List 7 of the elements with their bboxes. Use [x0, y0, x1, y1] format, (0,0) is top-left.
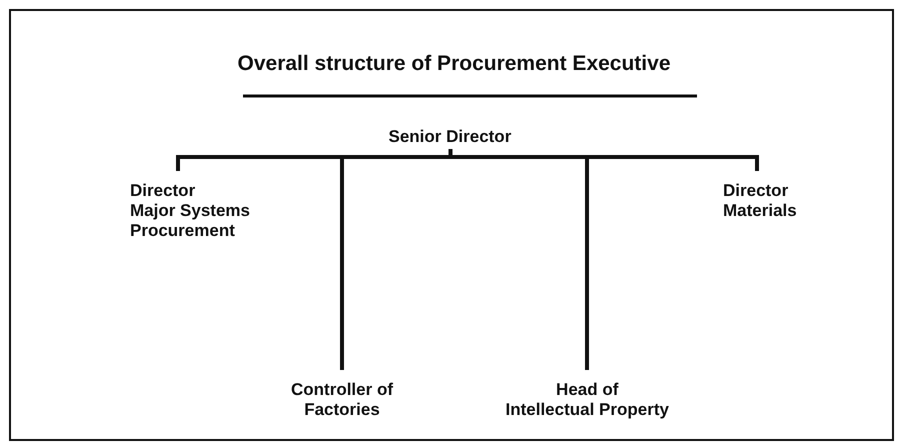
role-label: Senior Director [388, 127, 512, 147]
role-label: Director Materials [723, 181, 797, 221]
role-label: Controller of Factories [291, 380, 393, 420]
diagram-title: Overall structure of Procurement Executive [238, 52, 670, 76]
role-label: Head of Intellectual Property [506, 380, 669, 420]
role-label: Director Major Systems Procurement [130, 181, 250, 241]
connector-line [448, 149, 759, 171]
